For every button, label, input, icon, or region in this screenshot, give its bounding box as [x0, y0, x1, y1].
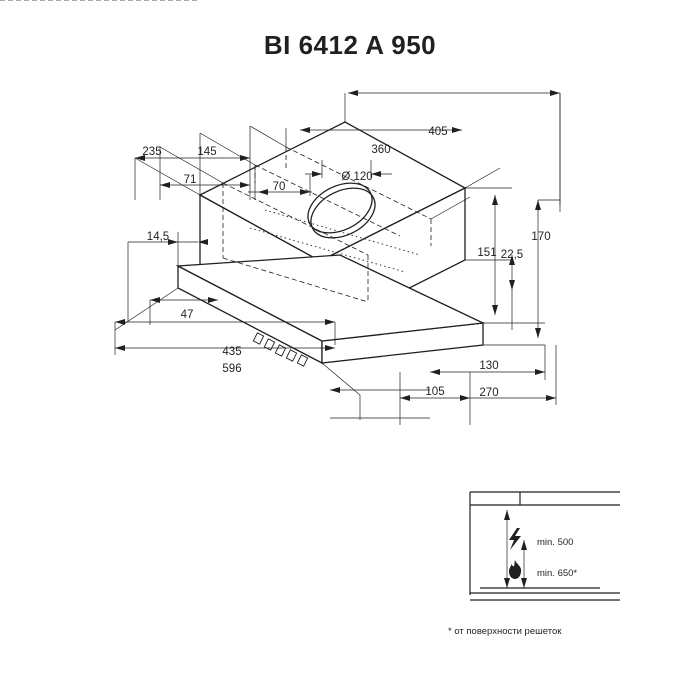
control-buttons [252, 332, 309, 367]
clearance-diagram [469, 491, 620, 601]
dim-47: 47 [181, 309, 194, 321]
clearance-gas-label: min. 650* [537, 568, 578, 579]
dim-435: 435 [222, 346, 241, 358]
dim-235: 235 [142, 146, 161, 158]
dim-diameter-120: Ø 120 [341, 171, 372, 183]
flame-icon [508, 560, 522, 579]
page-title: BI 6412 A 950 [263, 30, 437, 60]
dim-151: 151 [477, 247, 496, 259]
dim-270: 270 [479, 387, 498, 399]
dim-70: 70 [273, 181, 286, 193]
dim-22-5: 22,5 [501, 249, 523, 261]
dim-405: 405 [428, 126, 447, 138]
clearance-footnote: * от поверхности решеток [448, 626, 562, 637]
dim-596: 596 [222, 363, 241, 375]
dim-170: 170 [531, 231, 550, 243]
dim-105: 105 [425, 386, 444, 398]
dim-145: 145 [197, 146, 216, 158]
lightning-bolt-icon [509, 528, 521, 550]
clearance-electric-label: min. 500 [537, 537, 574, 548]
dimension-lines [114, 90, 561, 425]
dim-360: 360 [371, 144, 390, 156]
dim-14-5: 14,5 [147, 231, 169, 243]
dim-130: 130 [479, 360, 498, 372]
dim-71: 71 [184, 174, 197, 186]
